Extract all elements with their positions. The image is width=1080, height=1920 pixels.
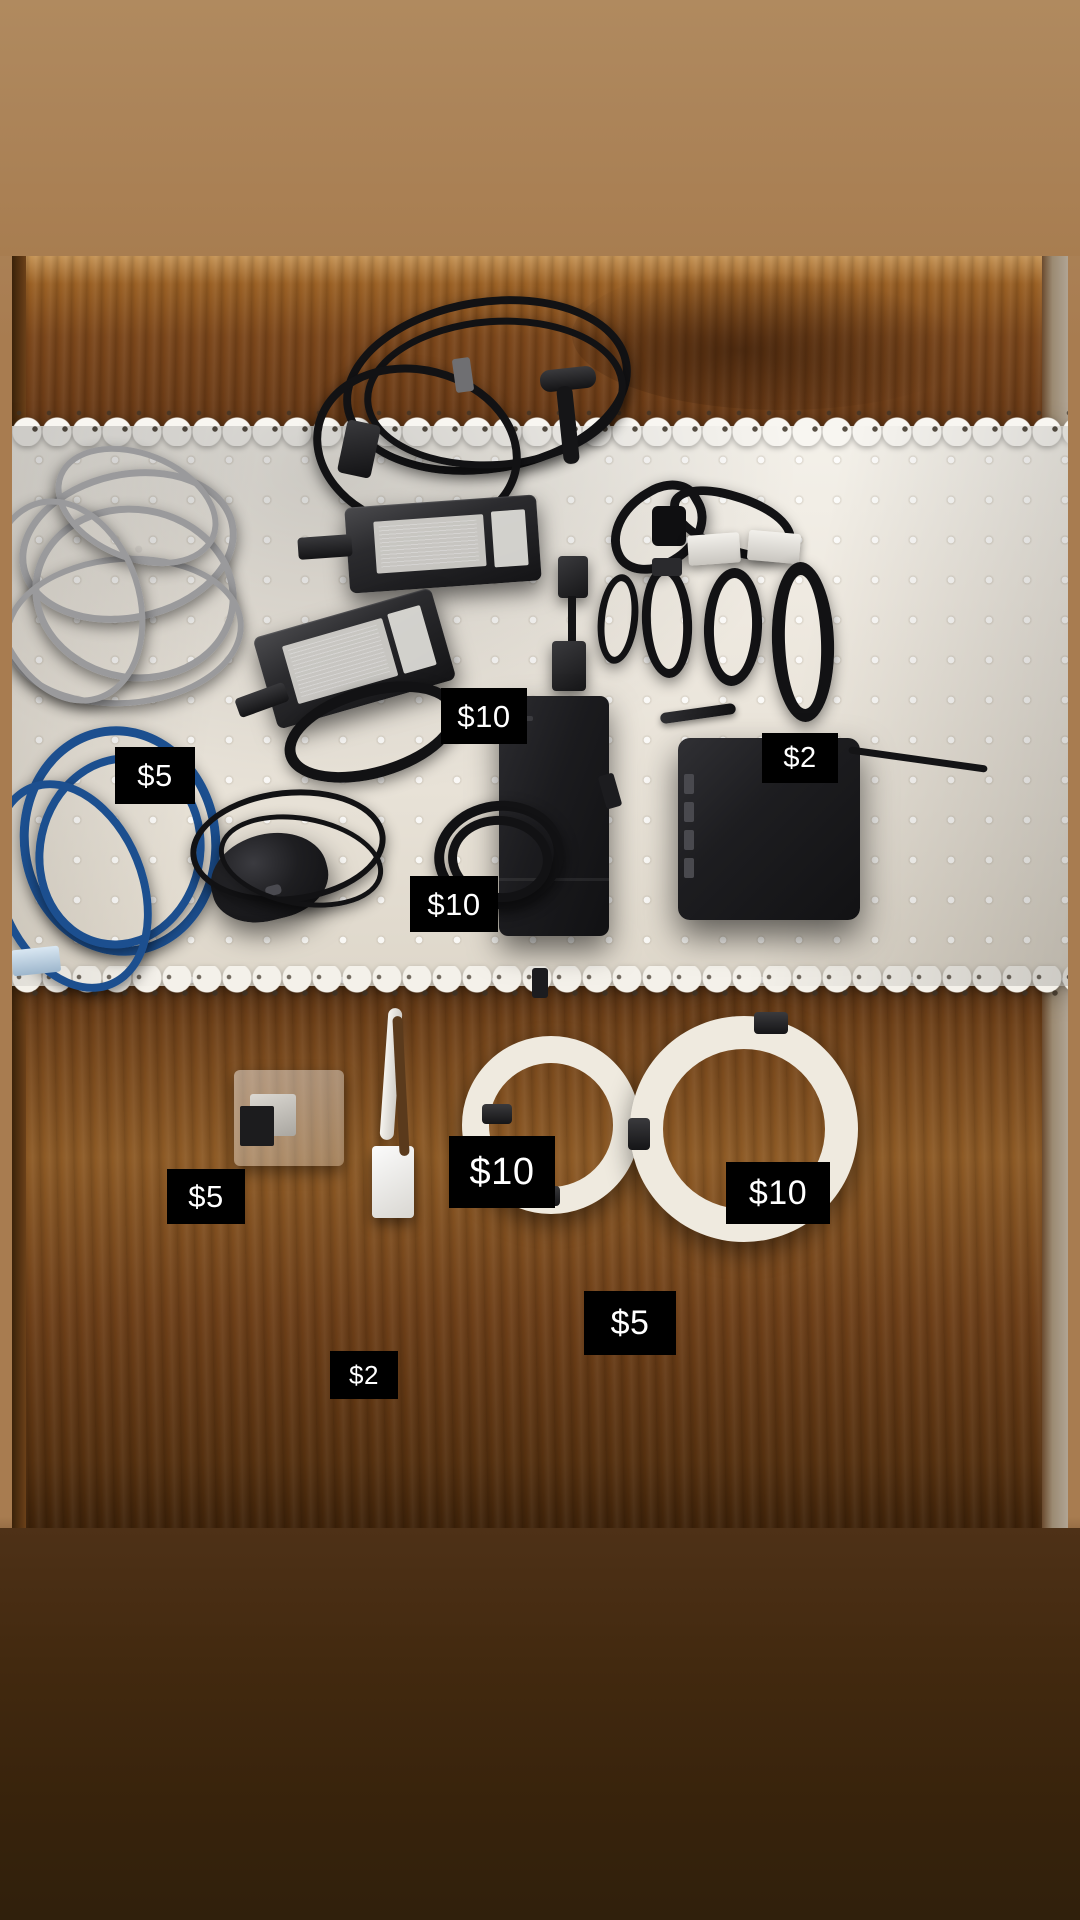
price-tag: $5 <box>584 1291 676 1355</box>
price-tag: $10 <box>449 1136 555 1208</box>
price-tag: $5 <box>167 1169 245 1224</box>
listing-photo[interactable]: $10 $5 $2 $10 $5 $10 $10 $2 $5 <box>12 256 1068 1528</box>
adapter-barcode-sticker <box>490 509 529 568</box>
rj45-coupler <box>746 529 802 565</box>
white-lightning-adapter <box>372 1146 414 1218</box>
coax-connector <box>628 1118 650 1150</box>
ethernet-rj45-plug <box>12 945 62 977</box>
wood-grain <box>572 260 992 410</box>
adapter-label-sticker <box>373 514 487 574</box>
letterbox-bottom <box>0 1528 1080 1920</box>
bungee-knot <box>652 506 686 546</box>
letterbox-top <box>0 0 1080 256</box>
coax-connector <box>482 1104 512 1124</box>
price-tag: $2 <box>330 1351 398 1399</box>
cable-connector <box>652 558 682 576</box>
dell-power-adapter-large <box>344 494 542 594</box>
dock-seam <box>499 878 609 881</box>
display-adapter-dongle <box>552 641 586 691</box>
price-tag: $2 <box>762 733 838 783</box>
coax-connector <box>754 1012 788 1034</box>
bagged-mounting-hardware <box>234 1070 344 1166</box>
mini-pc-port <box>684 830 694 850</box>
price-tag: $5 <box>115 747 195 804</box>
dongle-cable <box>568 596 576 644</box>
mini-pc-port <box>684 802 694 822</box>
price-tag: $10 <box>726 1162 830 1224</box>
display-adapter-dongle <box>558 556 588 598</box>
eyelet-holes-top <box>12 410 1068 436</box>
rj45-coupler <box>687 532 741 566</box>
mini-pc-port <box>684 858 694 878</box>
price-tag: $10 <box>410 876 498 932</box>
price-tag: $10 <box>441 688 527 744</box>
mini-pc-port <box>684 774 694 794</box>
hardware-label <box>240 1106 274 1146</box>
adapter-dc-plug <box>297 534 353 560</box>
usb-c-connector <box>532 968 548 998</box>
